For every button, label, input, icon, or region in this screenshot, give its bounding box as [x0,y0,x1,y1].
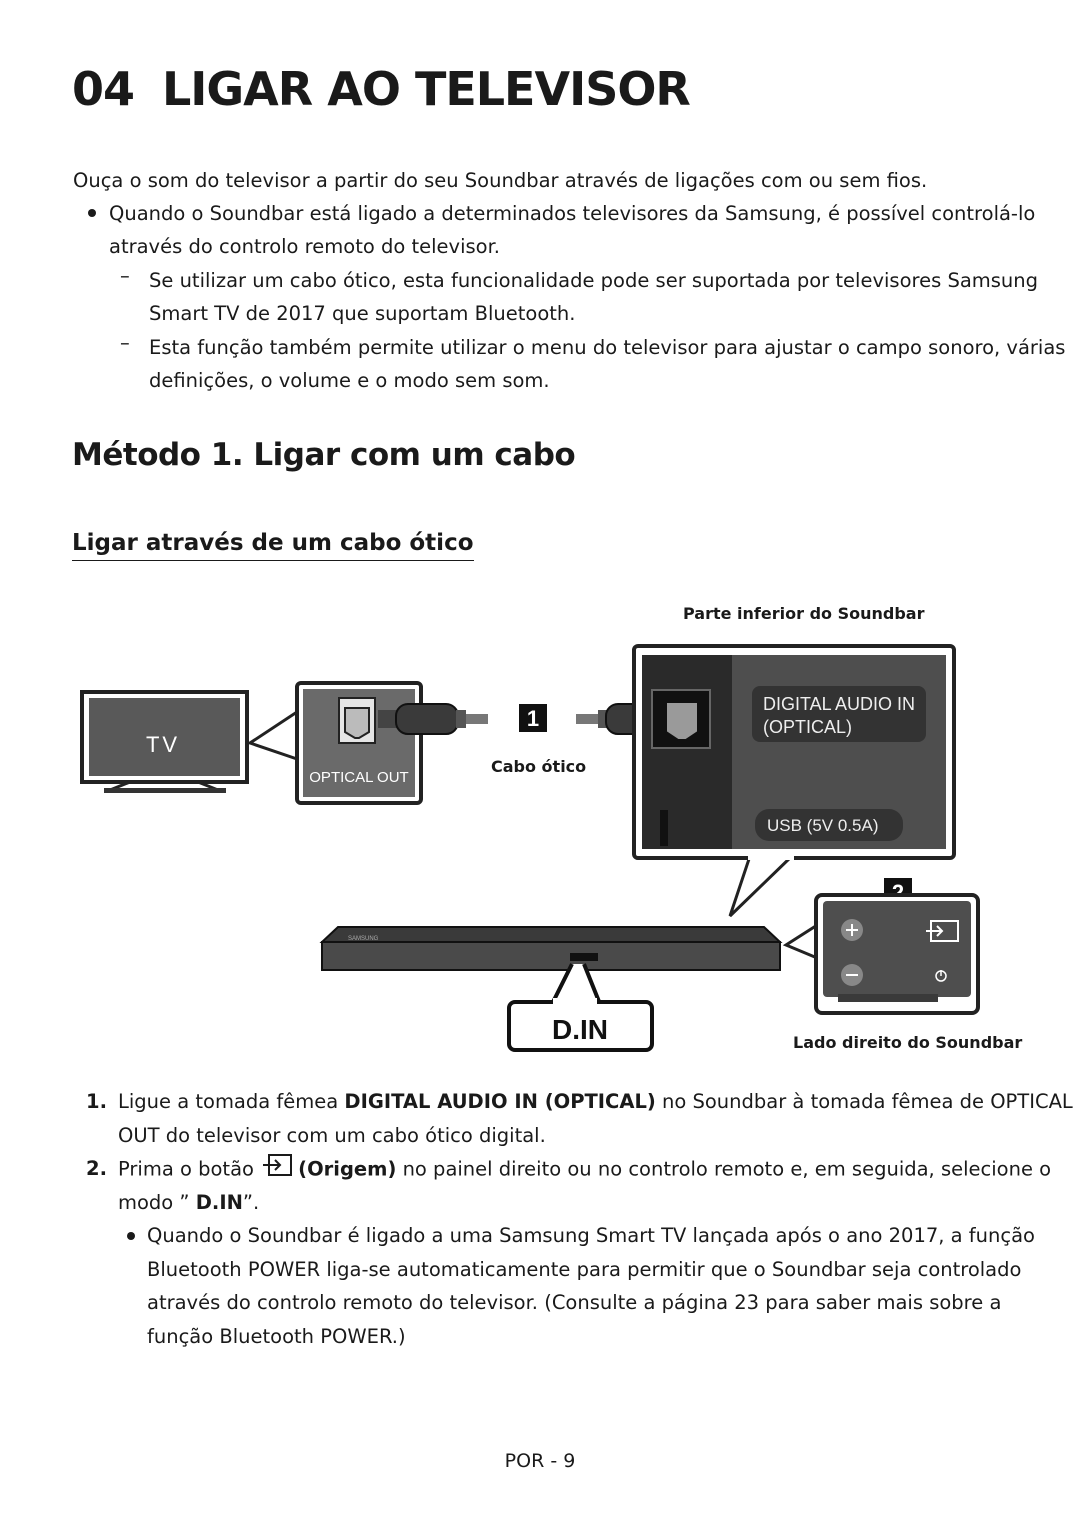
bullet-dot [127,1232,135,1240]
method-title: Método 1. Ligar com um cabo [72,437,576,473]
soundbar-illustration: SAMSUNG [319,926,783,971]
bullet-dot [88,209,96,217]
step-number: 2. [86,1157,107,1180]
usb-label: USB (5V 0.5A) [767,816,879,835]
optical-out-label: OPTICAL OUT [309,769,408,786]
note-line1: Quando o Soundbar é ligado a uma Samsung… [147,1224,1035,1247]
tv-label: TV [146,732,180,757]
soundbar-bottom-panel: DIGITAL AUDIO IN (OPTICAL) USB (5V 0.5A) [632,644,956,860]
chapter-title: LIGAR AO TELEVISOR [162,62,691,116]
step-number: 1. [86,1090,107,1113]
cable-label: Cabo ótico [491,757,587,776]
source-icon [260,1152,294,1188]
dash-marker: – [120,264,130,287]
diagram-svg: TV OPTICAL OUT 1 [80,644,980,1052]
soundbar-logo: SAMSUNG [348,936,379,942]
digital-audio-in-label: DIGITAL AUDIO IN [763,694,915,714]
step2-line2: modo ” D.IN”. [118,1191,260,1214]
chapter-number: 04 [72,62,135,116]
step1-line1: Ligue a tomada fêmea DIGITAL AUDIO IN (O… [118,1090,1073,1113]
svg-text:1: 1 [527,706,539,731]
dash1-line2: Smart TV de 2017 que suportam Bluetooth. [149,302,576,325]
page-footer: POR - 9 [504,1450,576,1472]
step2-line1: Prima o botão (Origem) no painel direito… [118,1152,1051,1188]
dash-marker: – [120,331,130,354]
connection-diagram: TV OPTICAL OUT 1 [0,590,1080,1060]
optical-label: (OPTICAL) [763,717,852,737]
bullet1-line2: através do controlo remoto do televisor. [109,235,501,258]
right-side-label: Lado direito do Soundbar [793,1033,1023,1052]
chapter-heading: 04 LIGAR AO TELEVISOR [72,62,691,116]
dash1-line1: Se utilizar um cabo ótico, esta funciona… [149,269,1039,292]
bottom-label: Parte inferior do Soundbar [683,604,925,623]
display-din: D.IN [552,1014,608,1045]
optical-out-panel: OPTICAL OUT [295,681,423,805]
intro-text: Ouça o som do televisor a partir do seu … [73,169,928,192]
dash2-line1: Esta função também permite utilizar o me… [149,336,1066,359]
tv-illustration: TV [80,690,249,793]
dash2-line2: definições, o volume e o modo sem som. [149,369,550,392]
note-line4: função Bluetooth POWER.) [147,1325,406,1348]
note-line3: através do controlo remoto do televisor.… [147,1291,1002,1314]
soundbar-right-panel [814,893,980,1015]
bullet1-line1: Quando o Soundbar está ligado a determin… [109,202,1036,225]
section-title: Ligar através de um cabo ótico [72,530,474,561]
note-line2: Bluetooth POWER liga-se automaticamente … [147,1258,1022,1281]
step1-line2: OUT do televisor com um cabo ótico digit… [118,1124,546,1147]
step-badge-1 [519,704,547,732]
